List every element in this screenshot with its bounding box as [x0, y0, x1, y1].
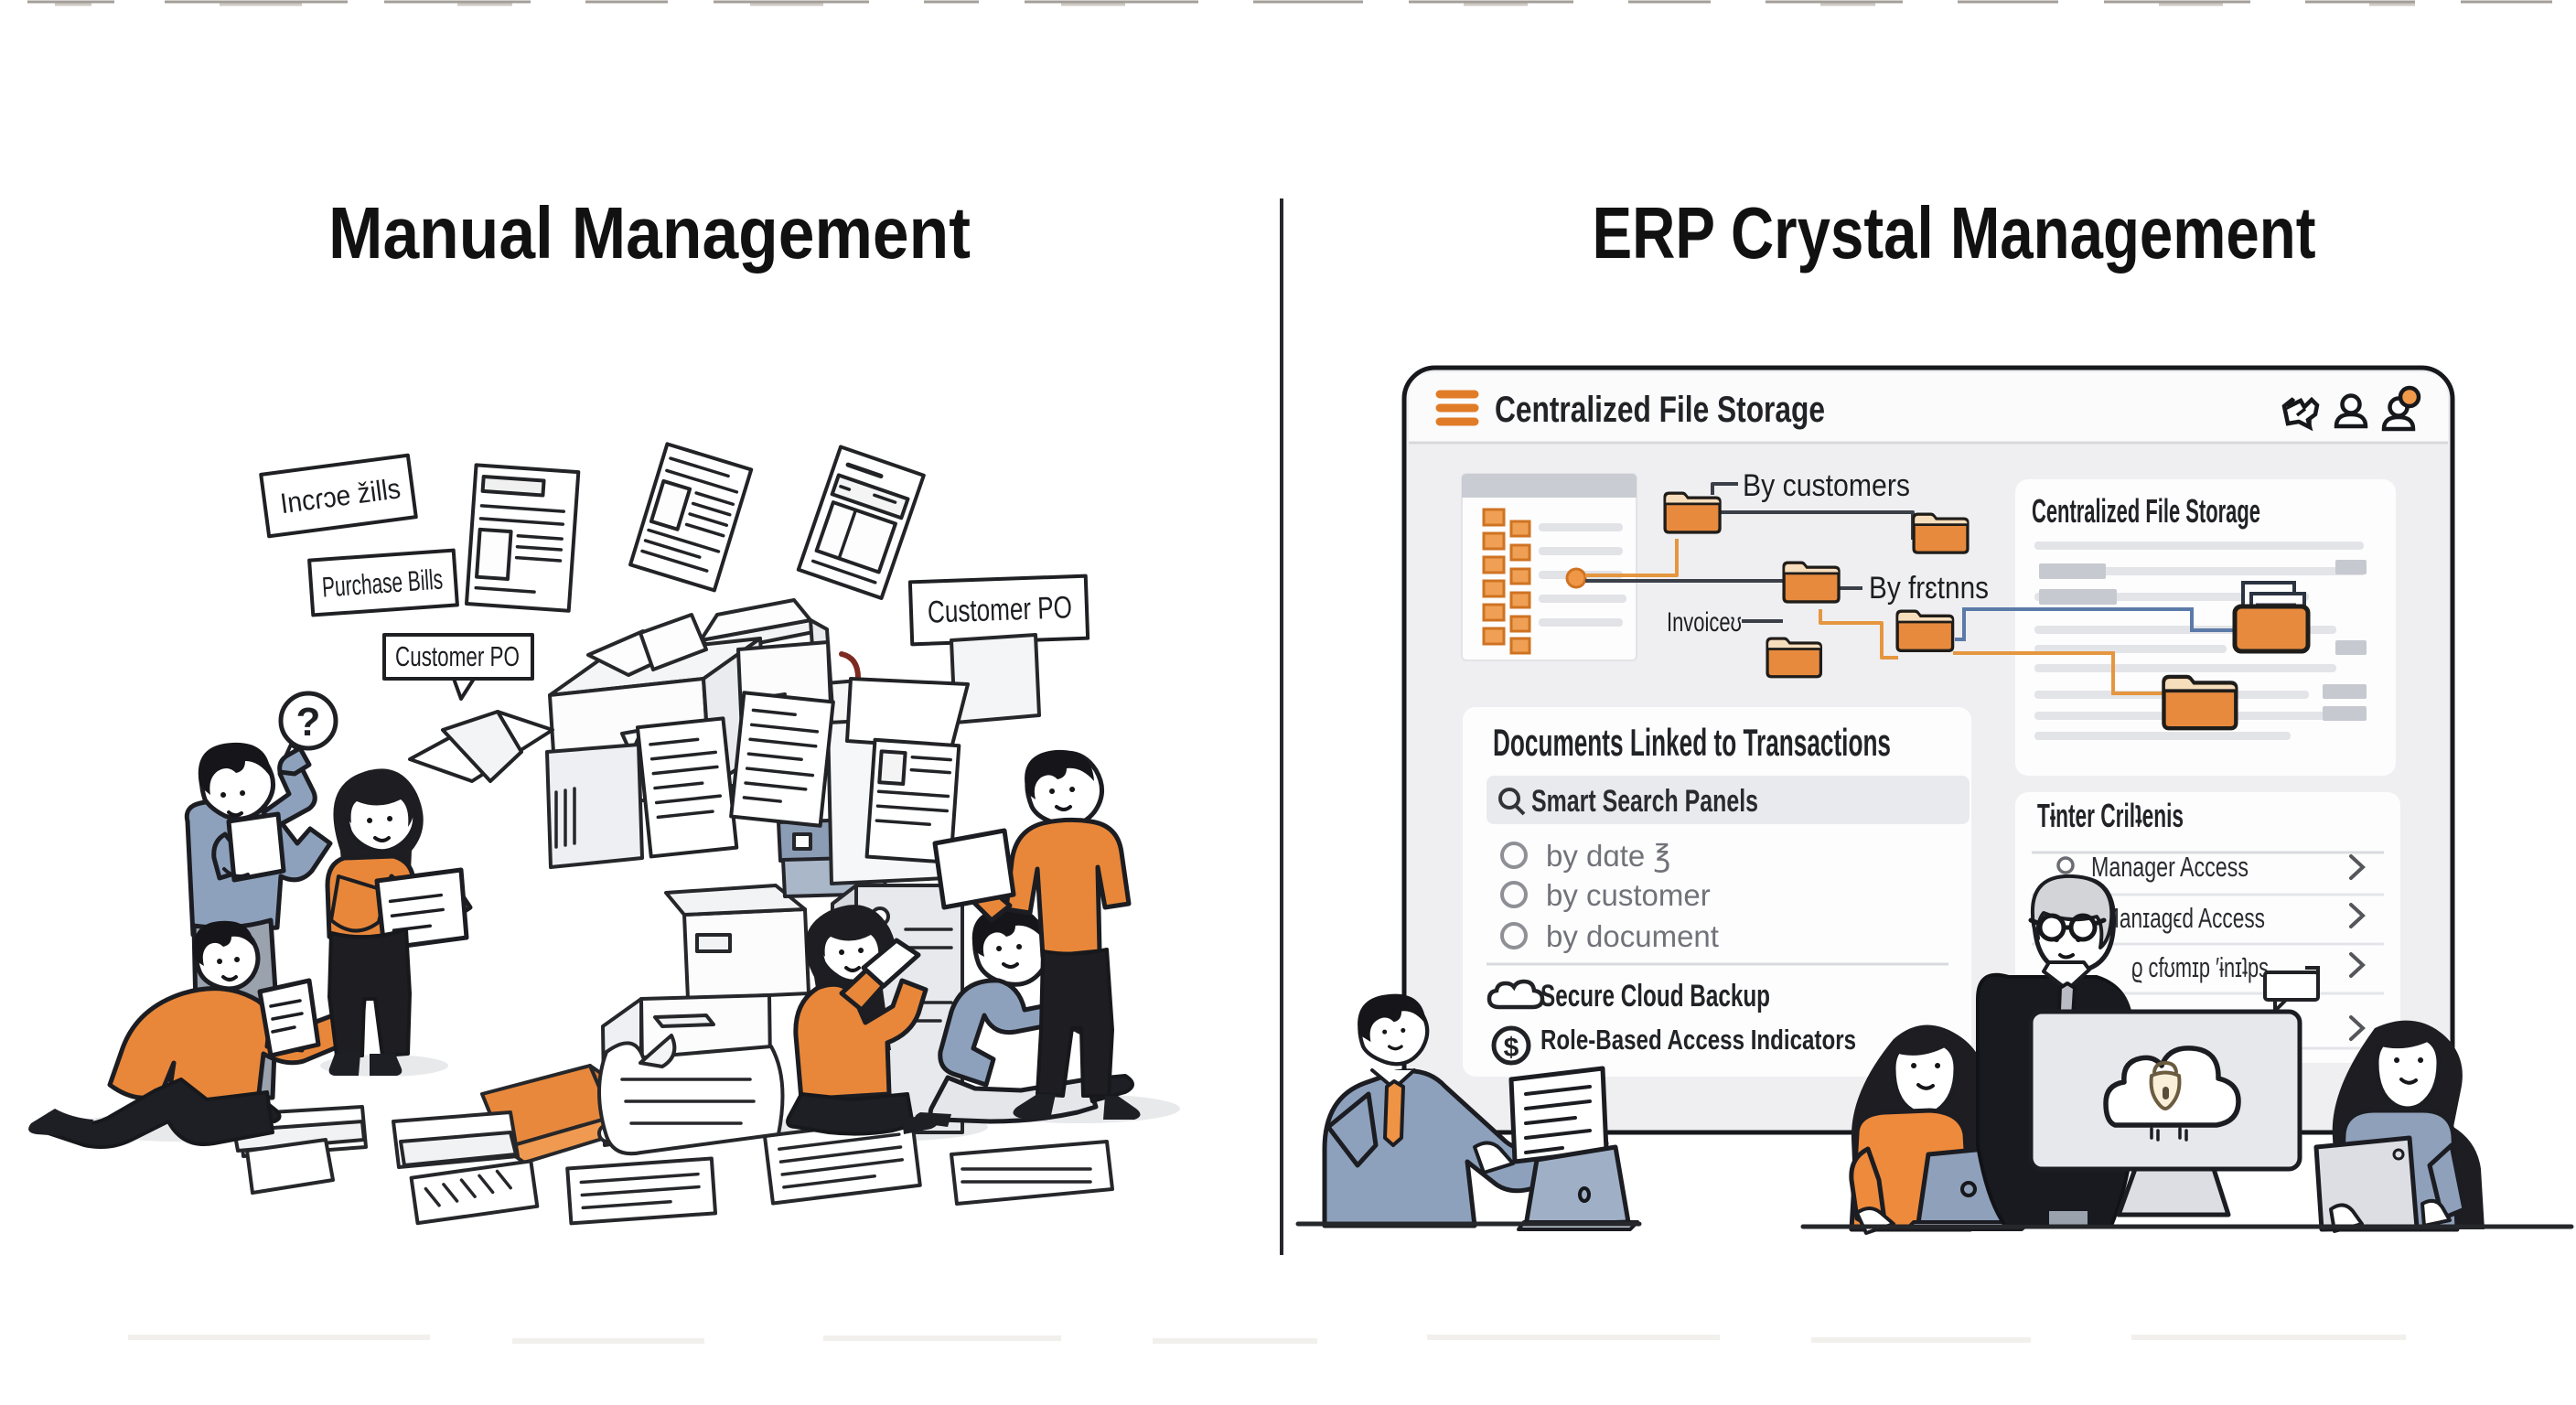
svg-text:by document: by document — [1546, 919, 1719, 953]
svg-text:Customer PO: Customer PO — [395, 640, 520, 672]
svg-text:By frɛtnns: By frɛtnns — [1869, 571, 1989, 606]
svg-text:Documents Linked to Transactio: Documents Linked to Transactions — [1493, 721, 1891, 764]
svg-text:Manual Management: Manual Management — [328, 192, 971, 273]
svg-text:Tɨnter Crilʇenis: Tɨnter Crilʇenis — [2037, 797, 2184, 834]
svg-text:Customer PO: Customer PO — [927, 590, 1072, 629]
svg-text:Centralized File Storage: Centralized File Storage — [2032, 492, 2260, 530]
svg-text:?: ? — [296, 700, 321, 745]
svg-text:by dɑte ℥͏: by dɑte ℥͏ — [1546, 839, 1670, 874]
svg-text:Centralized File Storage: Centralized File Storage — [1495, 390, 1825, 430]
svg-text:$: $ — [1504, 1033, 1519, 1063]
svg-text:Role-Based Access Indicators: Role-Based Access Indicators — [1540, 1024, 1856, 1056]
svg-text:by customer: by customer — [1546, 878, 1711, 912]
svg-text:Manɪagϵd Access: Manɪagϵd Access — [2102, 902, 2265, 934]
svg-text:Secure Cloud Backup: Secure Cloud Backup — [1540, 979, 1770, 1014]
svg-text:Invoiceʊ: Invoiceʊ — [1667, 607, 1742, 638]
svg-text:Manager Access: Manager Access — [2091, 851, 2249, 883]
svg-text:By customers: By customers — [1743, 468, 1910, 503]
svg-text:ϱ cfʊmɪp ′ɨnɪʇps: ϱ cfʊmɪp ′ɨnɪʇps — [2131, 951, 2269, 983]
svg-text:Smart Search Panels: Smart Search Panels — [1531, 784, 1758, 819]
svg-text:ERP Crystal Management: ERP Crystal Management — [1593, 192, 2316, 273]
